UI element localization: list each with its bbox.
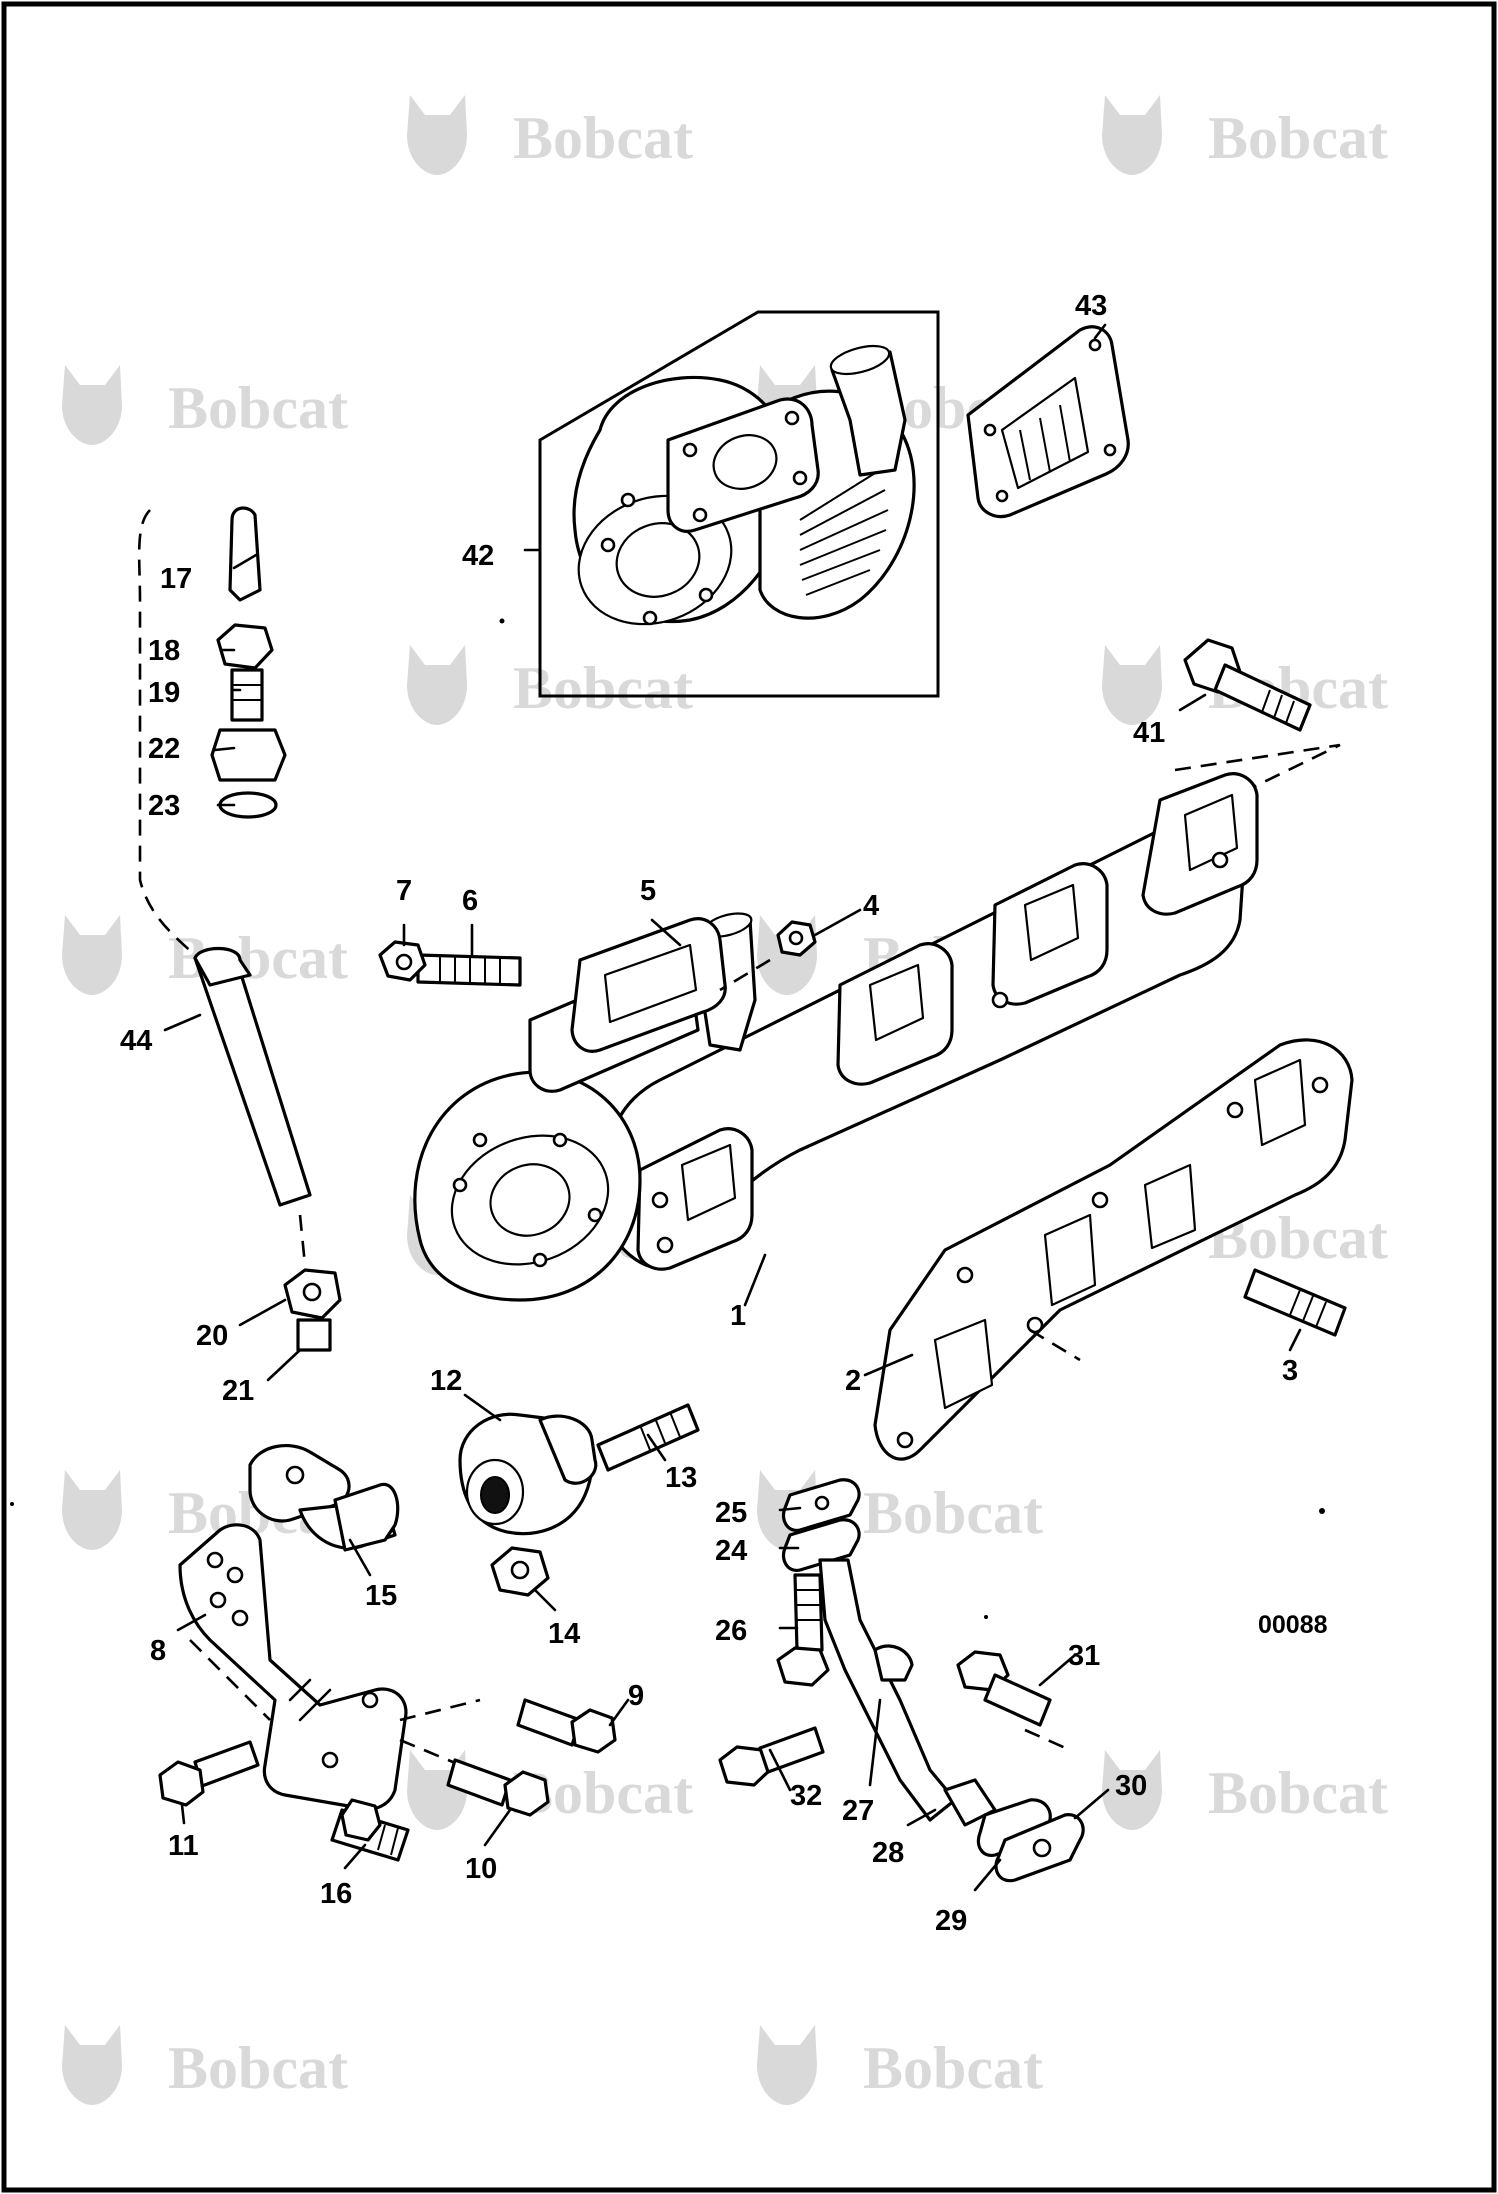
turbocharger-callout-box (538, 310, 940, 698)
bobcat-watermark: Bobcat (62, 915, 348, 995)
stud-6 (416, 953, 522, 987)
bobcat-watermark: Bobcat (62, 365, 348, 445)
stud-13 (596, 1403, 700, 1472)
callout-13: 13 (665, 1462, 697, 1494)
callout-labels: 1 2 3 4 5 6 7 8 9 10 11 12 13 14 15 16 1… (120, 290, 1328, 1937)
callout-12: 12 (430, 1365, 462, 1397)
callout-5: 5 (640, 875, 656, 907)
manifold-port-flanges (636, 772, 1259, 1271)
bobcat-watermark-text: Bobcat (513, 655, 693, 721)
bobcat-head-icon (1102, 95, 1162, 175)
nut-4 (719, 920, 817, 992)
callout-29: 29 (935, 1905, 967, 1937)
bolt-26 (776, 1573, 830, 1687)
callout-27: 27 (842, 1795, 874, 1827)
callout-25: 25 (715, 1497, 747, 1529)
leader-lines (163, 323, 1302, 1892)
nut-14 (490, 1546, 550, 1597)
callout-17: 17 (160, 563, 192, 595)
callout-10: 10 (465, 1853, 497, 1885)
callout-28: 28 (872, 1837, 904, 1869)
manifold-gasket-2 (873, 1038, 1354, 1461)
callout-24: 24 (715, 1535, 747, 1567)
nut-7 (378, 940, 427, 982)
stud-3 (1029, 1268, 1347, 1362)
adapter-12 (458, 1412, 598, 1536)
callout-9: 9 (628, 1680, 644, 1712)
oil-drain-line (137, 506, 342, 1352)
callout-3: 3 (1282, 1355, 1298, 1387)
bolt-10 (446, 1758, 550, 1817)
oil-supply-line (781, 1478, 1085, 1883)
bobcat-watermark-text: Bobcat (1208, 105, 1388, 171)
bolt-32 (718, 1726, 825, 1787)
callout-44: 44 (120, 1025, 152, 1057)
callout-42: 42 (462, 540, 494, 572)
bobcat-watermark-text: Bobcat (168, 2035, 348, 2101)
callout-22: 22 (148, 733, 180, 765)
callout-32: 32 (790, 1780, 822, 1812)
bobcat-head-icon (62, 2025, 122, 2105)
bolt-31 (956, 1650, 1052, 1727)
bobcat-head-icon (1102, 1750, 1162, 1830)
bobcat-watermark-text: Bobcat (1208, 1760, 1388, 1826)
bobcat-watermark: Bobcat (1102, 95, 1388, 175)
bobcat-head-icon (1102, 645, 1162, 725)
bobcat-head-icon (757, 2025, 817, 2105)
callout-16: 16 (320, 1878, 352, 1910)
fitting-16 (330, 1798, 410, 1862)
callout-23: 23 (148, 790, 180, 822)
bobcat-watermark-text: Bobcat (863, 1480, 1043, 1546)
callout-6: 6 (462, 885, 478, 917)
callout-8: 8 (150, 1635, 166, 1667)
bobcat-watermark: Bobcat (62, 2025, 348, 2105)
turbo-gasket-43 (966, 325, 1130, 519)
callout-14: 14 (548, 1618, 580, 1650)
bracket-8 (178, 1523, 481, 1811)
elbow-fitting-15 (248, 1443, 400, 1552)
bobcat-head-icon (62, 915, 122, 995)
bobcat-head-icon (407, 95, 467, 175)
callout-41: 41 (1133, 717, 1165, 749)
turbocharger-assembly (538, 310, 940, 698)
callout-19: 19 (148, 677, 180, 709)
callout-21: 21 (222, 1375, 254, 1407)
callout-15: 15 (365, 1580, 397, 1612)
callout-7: 7 (396, 875, 412, 907)
callout-11: 11 (168, 1830, 199, 1862)
bobcat-watermark: Bobcat (407, 95, 693, 175)
callout-18: 18 (148, 635, 180, 667)
gasket-5 (570, 917, 727, 1053)
bobcat-watermark-text: Bobcat (863, 2035, 1043, 2101)
bobcat-watermark-text: Bobcat (168, 375, 348, 441)
callout-31: 31 (1068, 1640, 1100, 1672)
callout-43: 43 (1075, 290, 1107, 322)
bobcat-head-icon (407, 645, 467, 725)
bolt-9 (516, 1698, 617, 1754)
bobcat-watermark: Bobcat (407, 645, 693, 725)
callout-2: 2 (845, 1365, 861, 1397)
callout-1: 1 (730, 1300, 746, 1332)
callout-30: 30 (1115, 1770, 1147, 1802)
bobcat-watermark: Bobcat (1102, 1750, 1388, 1830)
bobcat-watermark: Bobcat (757, 2025, 1043, 2105)
drawing-code: 00088 (1258, 1611, 1328, 1639)
callout-4: 4 (863, 890, 879, 922)
callout-20: 20 (196, 1320, 228, 1352)
bolt-11 (158, 1740, 260, 1807)
callout-26: 26 (715, 1615, 747, 1647)
bobcat-watermark-text: Bobcat (513, 105, 693, 171)
bobcat-head-icon (62, 365, 122, 445)
bobcat-head-icon (62, 1470, 122, 1550)
